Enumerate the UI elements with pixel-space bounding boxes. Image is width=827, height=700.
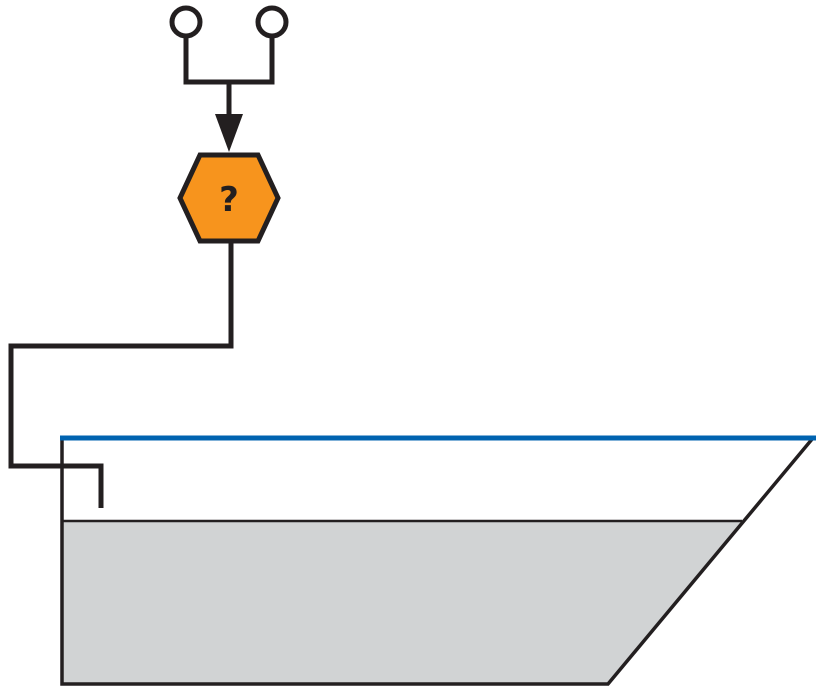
hexagon-symbol: ? <box>219 180 239 220</box>
right-terminal-icon <box>255 5 289 39</box>
arrow-down-icon <box>215 114 243 152</box>
probe-line <box>8 241 234 508</box>
tank-walls <box>60 436 815 686</box>
hexagon-icon <box>177 152 281 244</box>
tank <box>60 435 816 686</box>
terminal-wires <box>183 36 275 85</box>
left-terminal-icon <box>169 5 203 39</box>
sensor-assembly: ? <box>8 5 289 508</box>
tank-liquid <box>62 521 742 684</box>
